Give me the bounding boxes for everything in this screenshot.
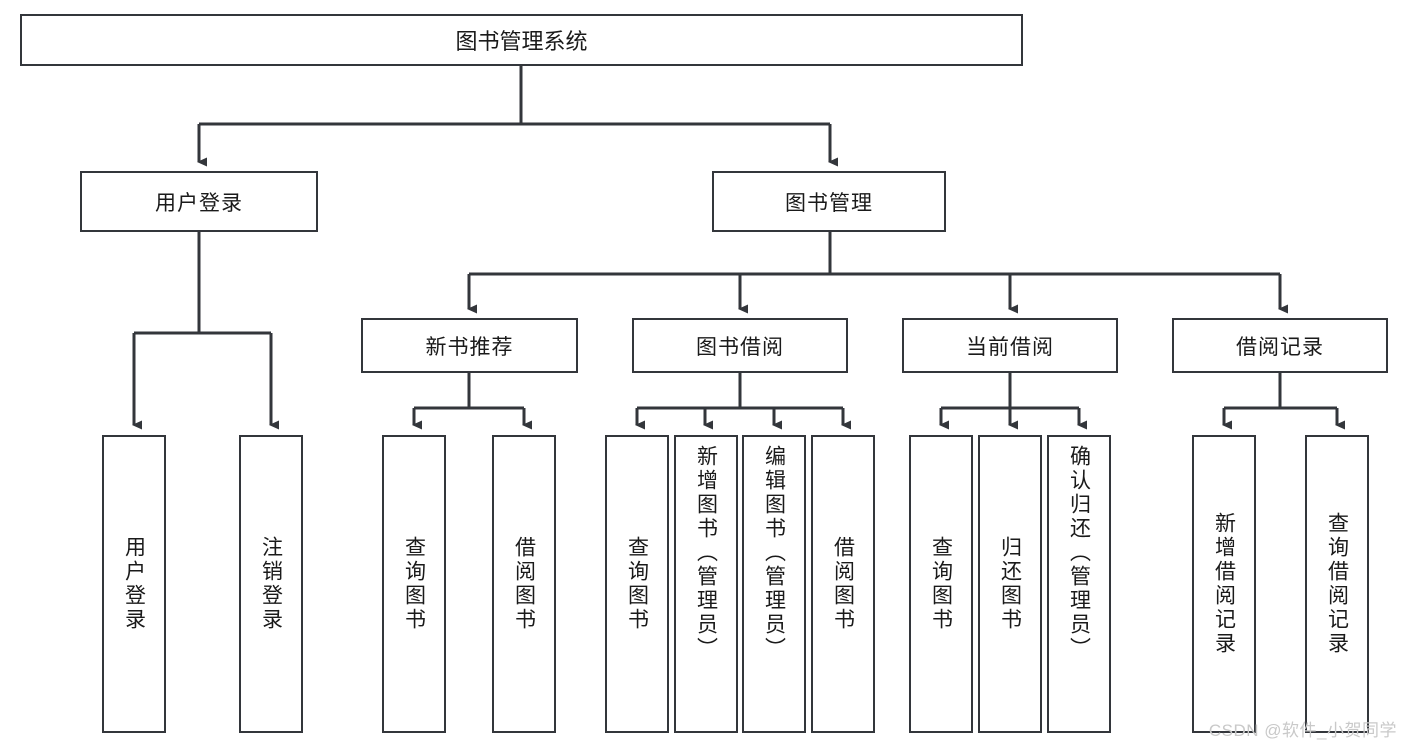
node-borrow-record[interactable]: 借阅记录 [1172,318,1388,373]
node-leaf-borrow-book-2-label: 借阅图书 [831,536,855,632]
node-leaf-add-book-admin-label: 新增图书（管理员） [694,445,718,661]
node-leaf-logout-login-label: 注销登录 [259,536,283,632]
node-root[interactable]: 图书管理系统 [20,14,1023,66]
node-new-book-recommend[interactable]: 新书推荐 [361,318,578,373]
node-leaf-user-login-label: 用户登录 [122,536,146,632]
node-leaf-add-book-admin[interactable]: 新增图书（管理员） [674,435,738,733]
node-leaf-edit-book-admin-label: 编辑图书（管理员） [762,445,786,661]
node-leaf-add-borrow-record[interactable]: 新增借阅记录 [1192,435,1256,733]
node-leaf-add-borrow-record-label: 新增借阅记录 [1212,512,1236,656]
node-leaf-borrow-book-2[interactable]: 借阅图书 [811,435,875,733]
node-book-manage-label: 图书管理 [785,191,873,215]
node-root-label: 图书管理系统 [455,29,588,54]
node-book-manage[interactable]: 图书管理 [712,171,946,232]
node-current-borrow-label: 当前借阅 [966,335,1054,359]
node-current-borrow[interactable]: 当前借阅 [902,318,1118,373]
node-leaf-query-borrow-record-label: 查询借阅记录 [1325,512,1349,656]
node-book-borrow[interactable]: 图书借阅 [632,318,848,373]
node-leaf-query-book-2[interactable]: 查询图书 [605,435,669,733]
node-leaf-edit-book-admin[interactable]: 编辑图书（管理员） [742,435,806,733]
node-leaf-query-book-2-label: 查询图书 [625,536,649,632]
node-leaf-return-book[interactable]: 归还图书 [978,435,1042,733]
node-user-login[interactable]: 用户登录 [80,171,318,232]
node-leaf-query-borrow-record[interactable]: 查询借阅记录 [1305,435,1369,733]
node-leaf-query-book-3-label: 查询图书 [929,536,953,632]
node-leaf-query-book-1[interactable]: 查询图书 [382,435,446,733]
node-leaf-confirm-return-admin[interactable]: 确认归还（管理员） [1047,435,1111,733]
node-leaf-borrow-book-1-label: 借阅图书 [512,536,536,632]
node-leaf-return-book-label: 归还图书 [998,536,1022,632]
node-user-login-label: 用户登录 [155,191,243,215]
node-leaf-query-book-3[interactable]: 查询图书 [909,435,973,733]
node-leaf-query-book-1-label: 查询图书 [402,536,426,632]
node-leaf-confirm-return-admin-label: 确认归还（管理员） [1067,445,1091,661]
node-borrow-record-label: 借阅记录 [1236,335,1324,359]
node-leaf-logout-login[interactable]: 注销登录 [239,435,303,733]
node-leaf-borrow-book-1[interactable]: 借阅图书 [492,435,556,733]
node-book-borrow-label: 图书借阅 [696,335,784,359]
node-leaf-user-login[interactable]: 用户登录 [102,435,166,733]
watermark: CSDN @软件_小贺同学 [1208,721,1397,740]
node-new-book-recommend-label: 新书推荐 [425,335,514,359]
